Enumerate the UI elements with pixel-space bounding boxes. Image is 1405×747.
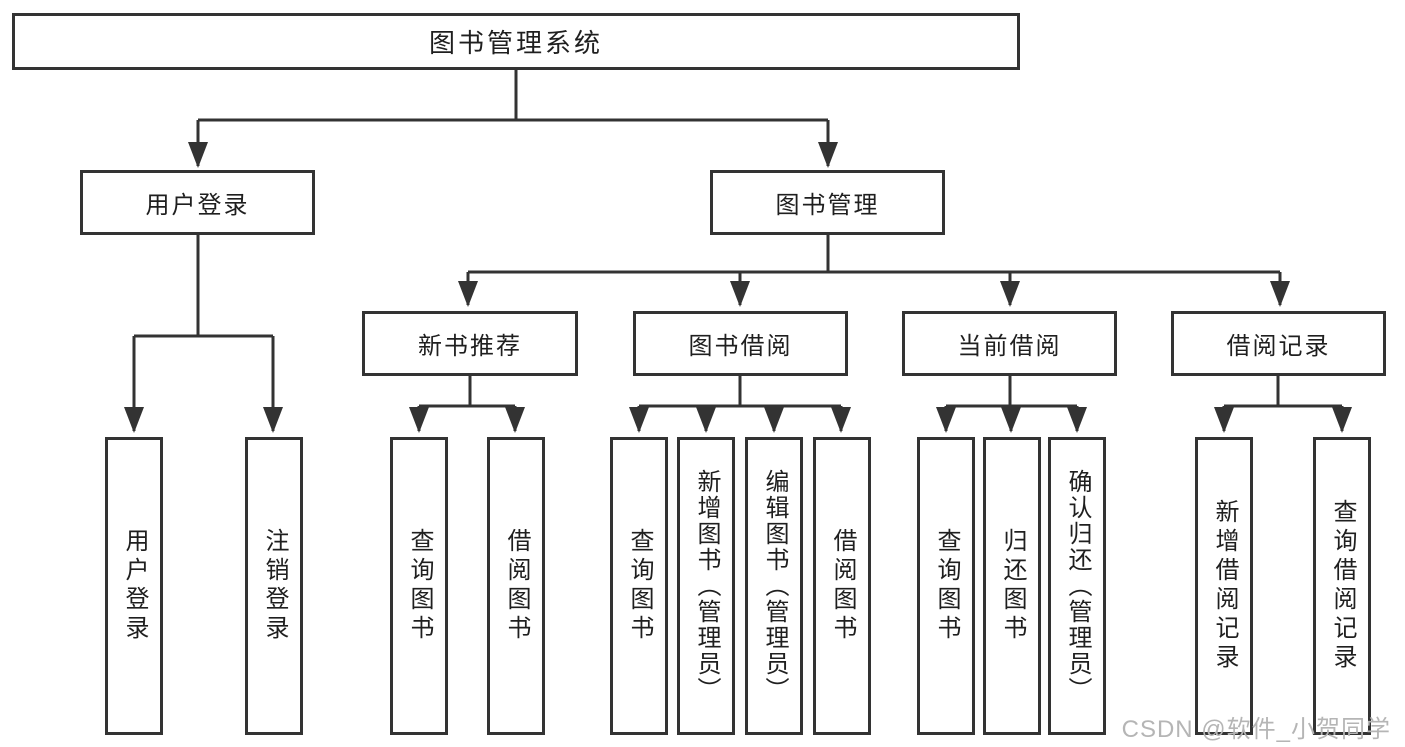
wire-login-rail bbox=[134, 235, 273, 338]
node-borrow-record: 借阅记录 bbox=[1171, 311, 1386, 376]
leaf-query-book-3: 查询图书 bbox=[917, 437, 975, 735]
leaf-return-book: 归还图书 bbox=[983, 437, 1041, 735]
leaf-query-borrow-record: 查询借阅记录 bbox=[1313, 437, 1371, 735]
wire-group3-rail bbox=[946, 376, 1077, 408]
wire-group1-rail bbox=[419, 376, 515, 408]
leaf-confirm-return-admin: 确认归还（管理员） bbox=[1048, 437, 1106, 735]
node-book-management-branch: 图书管理 bbox=[710, 170, 945, 235]
leaf-add-borrow-record: 新增借阅记录 bbox=[1195, 437, 1253, 735]
wire-management-rail bbox=[468, 235, 1280, 274]
leaf-user-login: 用户登录 bbox=[105, 437, 163, 735]
csdn-watermark: CSDN @软件_小贺同学 bbox=[1121, 716, 1391, 743]
leaf-query-book-2: 查询图书 bbox=[610, 437, 668, 735]
leaf-borrow-book-2: 借阅图书 bbox=[813, 437, 871, 735]
wire-root-rail bbox=[198, 70, 828, 122]
leaf-borrow-book-1: 借阅图书 bbox=[487, 437, 545, 735]
node-system-root: 图书管理系统 bbox=[12, 13, 1020, 70]
leaf-edit-book-admin: 编辑图书（管理员） bbox=[745, 437, 803, 735]
leaf-add-book-admin: 新增图书（管理员） bbox=[677, 437, 735, 735]
wire-group4-rail bbox=[1224, 376, 1342, 408]
node-user-login-branch: 用户登录 bbox=[80, 170, 315, 235]
leaf-logout: 注销登录 bbox=[245, 437, 303, 735]
wire-group2-rail bbox=[639, 376, 841, 408]
node-current-borrow: 当前借阅 bbox=[902, 311, 1117, 376]
node-new-book-recommend: 新书推荐 bbox=[362, 311, 578, 376]
leaf-query-book-1: 查询图书 bbox=[390, 437, 448, 735]
node-book-borrow: 图书借阅 bbox=[633, 311, 848, 376]
